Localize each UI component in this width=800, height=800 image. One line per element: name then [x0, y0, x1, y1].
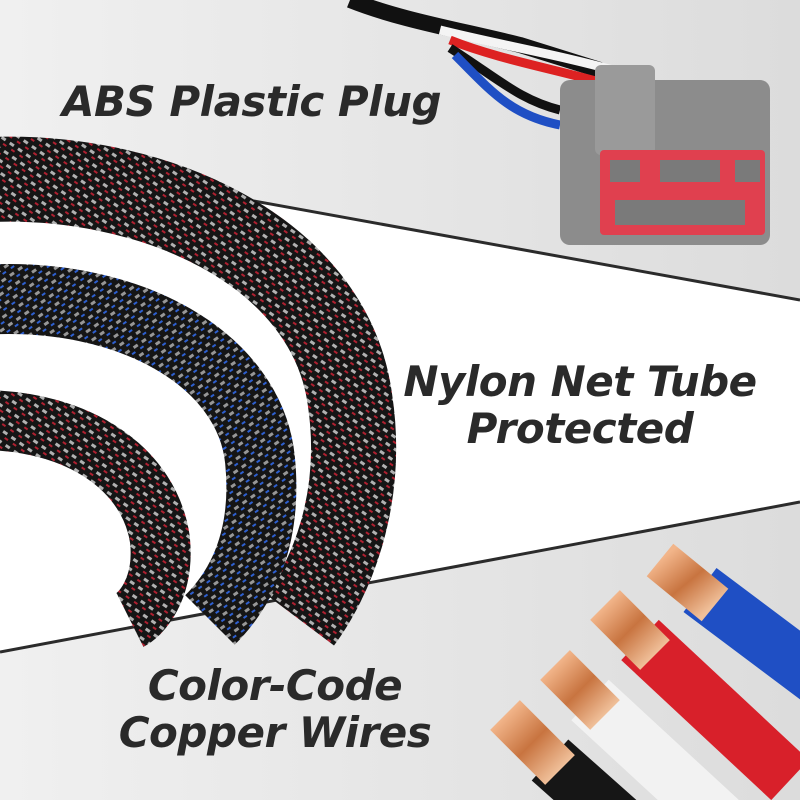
divider-bottom [0, 500, 800, 654]
copper-wires [490, 543, 800, 800]
caption-nylon-net-tube: Nylon Net Tube Protected [400, 358, 760, 452]
braided-cable [0, 136, 397, 647]
caption-copper-wires: Color-Code Copper Wires [110, 662, 440, 756]
abs-plug [560, 65, 770, 245]
caption-line: ABS Plastic Plug [62, 77, 442, 126]
caption-line: Nylon Net Tube [403, 357, 757, 406]
caption-line: Protected [466, 404, 694, 454]
wire-white [540, 650, 739, 800]
caption-line: Copper Wires [118, 708, 432, 758]
caption-abs-plastic-plug: ABS Plastic Plug [62, 77, 442, 126]
wire-black [490, 700, 637, 800]
wire-red [590, 590, 800, 800]
wire-blue [646, 543, 800, 700]
caption-line: Color-Code [147, 661, 403, 710]
